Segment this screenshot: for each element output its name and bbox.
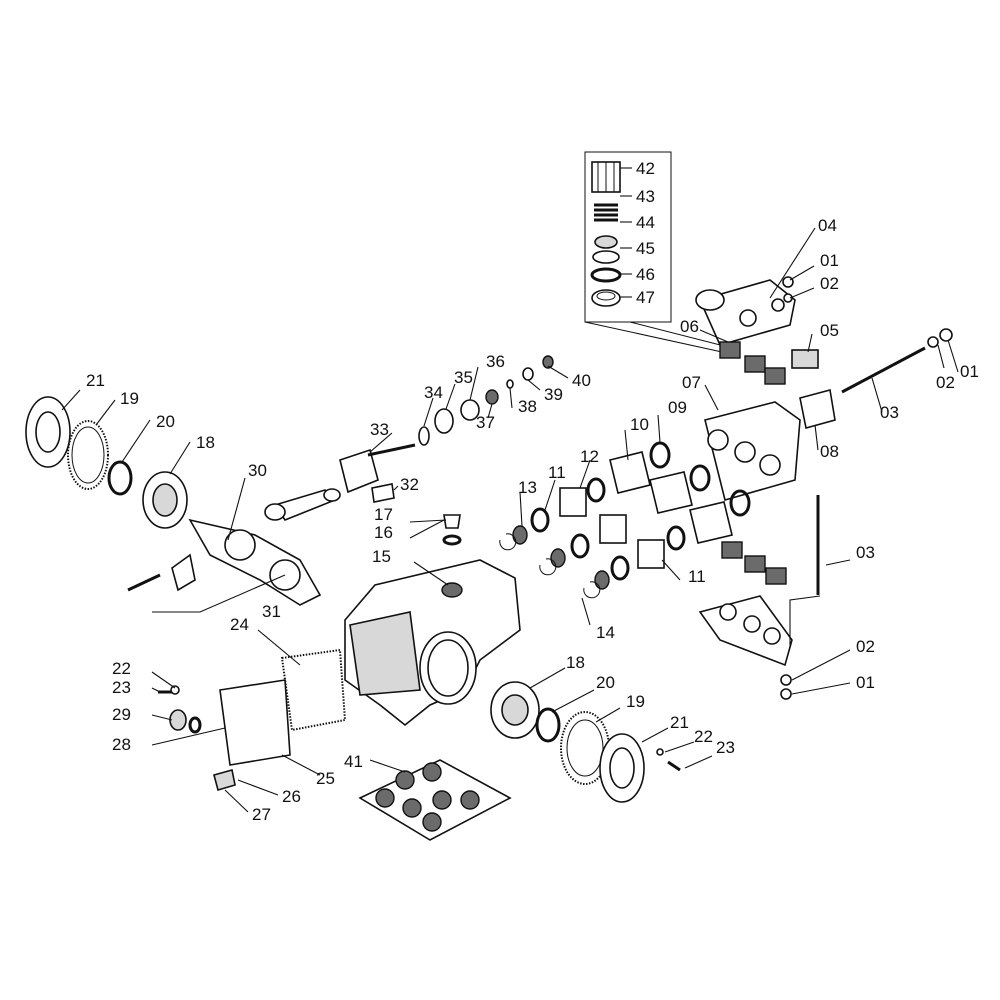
label-04: 04 xyxy=(818,216,837,235)
label-11-bottom: 11 xyxy=(688,567,706,586)
crank-assembly xyxy=(127,355,569,613)
valve-plate-part xyxy=(594,235,618,249)
label-33: 33 xyxy=(370,420,389,439)
label-05: 05 xyxy=(820,321,839,340)
label-45: 45 xyxy=(636,239,655,258)
label-42: 42 xyxy=(636,159,655,178)
gasket-part xyxy=(67,420,109,490)
label-17: 17 xyxy=(374,505,393,524)
label-38: 38 xyxy=(518,397,537,416)
piston-seals xyxy=(499,414,751,626)
label-02-top: 02 xyxy=(820,274,839,293)
label-28: 28 xyxy=(112,735,131,754)
label-30: 30 xyxy=(248,461,267,480)
label-40: 40 xyxy=(572,371,591,390)
rear-cover xyxy=(151,629,347,813)
label-21-right: 21 xyxy=(670,713,689,732)
label-15: 15 xyxy=(372,547,391,566)
valve-kit-inset xyxy=(584,151,733,353)
label-46: 46 xyxy=(636,265,655,284)
label-37: 37 xyxy=(476,413,495,432)
label-20-left: 20 xyxy=(156,412,175,431)
label-22-left: 22 xyxy=(112,659,131,678)
label-18-left: 18 xyxy=(196,433,215,452)
label-09: 09 xyxy=(668,398,687,417)
valve-seat-part xyxy=(592,250,620,264)
label-02-right: 02 xyxy=(936,373,955,392)
label-34: 34 xyxy=(424,383,443,402)
left-bearings xyxy=(25,389,191,529)
label-36: 36 xyxy=(486,352,505,371)
label-41: 41 xyxy=(344,752,363,771)
label-20-right: 20 xyxy=(596,673,615,692)
label-29: 29 xyxy=(112,705,131,724)
flange-part xyxy=(799,389,836,429)
label-03-top: 03 xyxy=(880,403,899,422)
plug-part xyxy=(791,349,819,369)
label-22-right: 22 xyxy=(694,727,713,746)
part-labels: 42 43 44 45 46 47 04 01 02 05 06 01 02 0… xyxy=(86,159,979,824)
label-08: 08 xyxy=(820,442,839,461)
label-23-right: 23 xyxy=(716,738,735,757)
label-31: 31 xyxy=(262,602,281,621)
label-16: 16 xyxy=(374,523,393,542)
label-13: 13 xyxy=(518,478,537,497)
label-24: 24 xyxy=(230,615,249,634)
label-06: 06 xyxy=(680,317,699,336)
label-21-left: 21 xyxy=(86,371,105,390)
label-19-left: 19 xyxy=(120,389,139,408)
valve-oring-part xyxy=(590,267,622,283)
label-43: 43 xyxy=(636,187,655,206)
valve-spring-part xyxy=(594,203,618,222)
label-07: 07 xyxy=(682,373,701,392)
label-39: 39 xyxy=(544,385,563,404)
label-12: 12 xyxy=(580,447,599,466)
stud-part xyxy=(841,346,926,394)
label-25: 25 xyxy=(316,769,335,788)
label-35: 35 xyxy=(454,368,473,387)
crankshaft-part xyxy=(188,518,322,606)
label-11-top: 11 xyxy=(548,463,566,482)
manifold-bottom xyxy=(698,495,851,700)
label-01-bottom: 01 xyxy=(856,673,875,692)
label-01-top: 01 xyxy=(820,251,839,270)
pump-body xyxy=(344,514,521,727)
label-44: 44 xyxy=(636,213,655,232)
label-14: 14 xyxy=(596,623,615,642)
label-10: 10 xyxy=(630,415,649,434)
label-02-bottom: 02 xyxy=(856,637,875,656)
label-26: 26 xyxy=(282,787,301,806)
label-18-right: 18 xyxy=(566,653,585,672)
label-47: 47 xyxy=(636,288,655,307)
right-bearings xyxy=(490,667,713,803)
label-01-right: 01 xyxy=(960,362,979,381)
label-27: 27 xyxy=(252,805,271,824)
label-23-left: 23 xyxy=(112,678,131,697)
seal-kit xyxy=(358,759,512,841)
label-32: 32 xyxy=(400,475,419,494)
label-03-bottom: 03 xyxy=(856,543,875,562)
label-19-right: 19 xyxy=(626,692,645,711)
valve-kit-group xyxy=(719,341,786,385)
manifold-top xyxy=(695,227,959,501)
